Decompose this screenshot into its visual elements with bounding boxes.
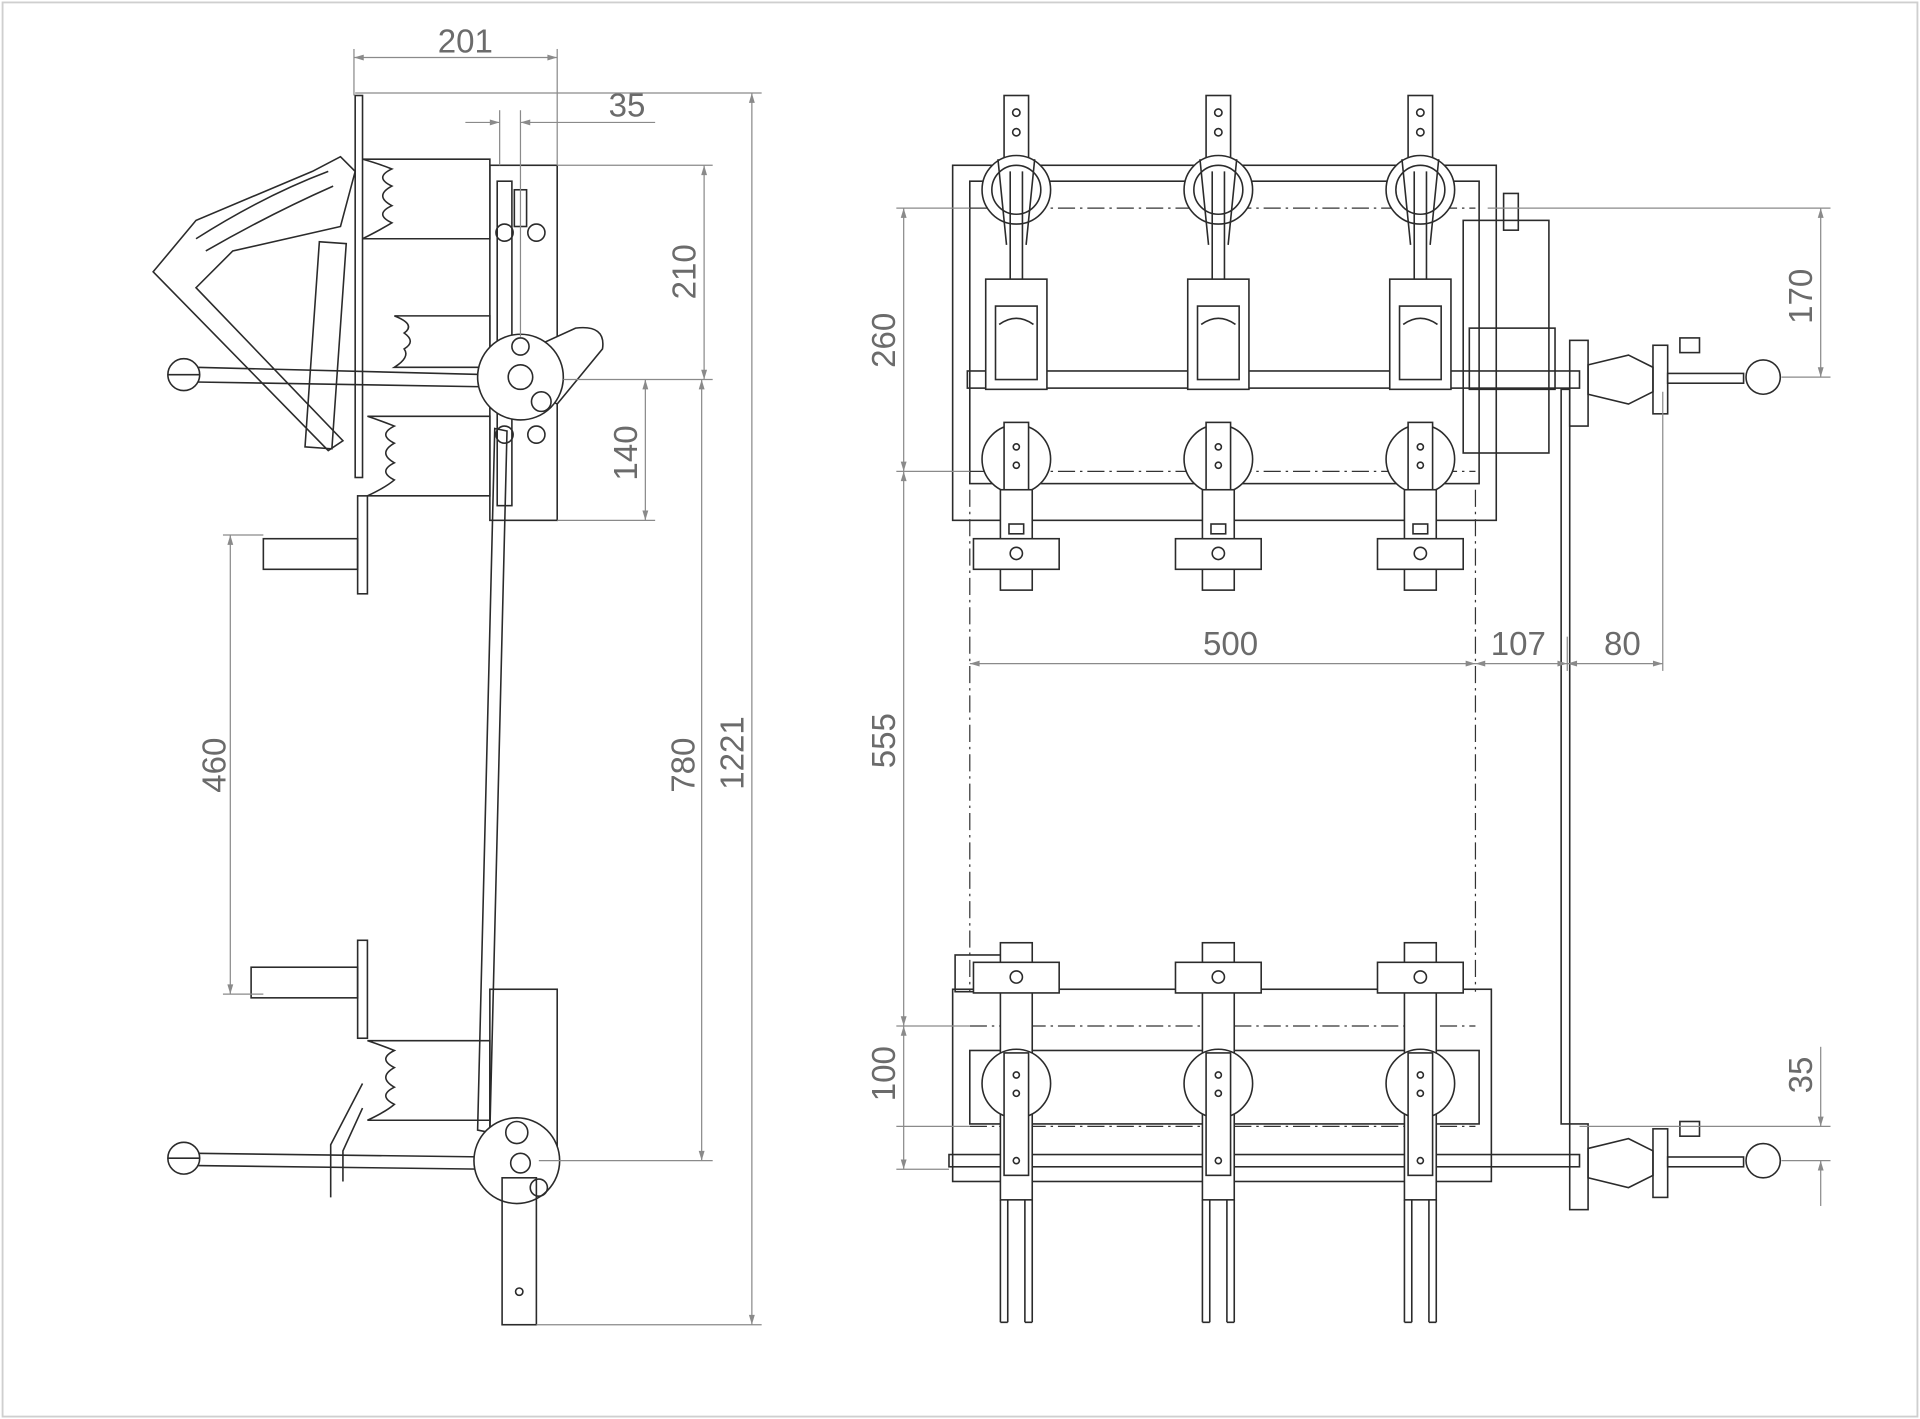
pole-assembly-2 bbox=[1174, 94, 1262, 1324]
front-view bbox=[948, 94, 1782, 1324]
lower-main-shaft bbox=[948, 1153, 1581, 1168]
mounting-plate bbox=[354, 94, 364, 479]
dim-260: 260 bbox=[866, 313, 903, 368]
dim-460: 460 bbox=[196, 738, 233, 793]
dim-1221: 1221 bbox=[714, 716, 751, 790]
upper-handle-assembly bbox=[1568, 337, 1782, 427]
upper-handle-rod bbox=[195, 366, 490, 376]
dim-100: 100 bbox=[866, 1046, 903, 1101]
lower-mount-pin bbox=[250, 966, 359, 999]
pole-assembly-1 bbox=[972, 94, 1060, 1324]
dim-201: 201 bbox=[438, 24, 493, 61]
bottom-bracket bbox=[501, 1177, 538, 1326]
lower-cable-clamp bbox=[1376, 961, 1464, 994]
connecting-rod bbox=[476, 427, 508, 1134]
upper-wheel bbox=[476, 333, 565, 421]
dim-80: 80 bbox=[1604, 626, 1641, 663]
cable-clamp bbox=[972, 537, 1060, 571]
fuse-fork bbox=[999, 1199, 1034, 1324]
operating-link bbox=[304, 240, 348, 450]
cable-clamp bbox=[1376, 537, 1464, 571]
pole-assembly-3 bbox=[1376, 94, 1464, 1324]
dim-555: 555 bbox=[866, 713, 903, 768]
vertical-drive-rod bbox=[1560, 388, 1571, 1125]
contact-blade bbox=[997, 159, 1036, 282]
lower-front-knob bbox=[1745, 1142, 1782, 1179]
fuse-fork bbox=[1201, 1199, 1236, 1324]
drive-mechanism bbox=[1462, 219, 1550, 454]
switch-blade bbox=[152, 155, 357, 452]
contact-blade bbox=[1199, 159, 1238, 282]
dim-107: 107 bbox=[1491, 626, 1546, 663]
insulator-upper bbox=[362, 158, 491, 240]
upper-front-knob bbox=[1745, 359, 1782, 396]
upper-main-shaft bbox=[966, 370, 1581, 389]
lower-handle-rod bbox=[196, 1152, 490, 1158]
upper-mount-pin bbox=[262, 537, 359, 571]
insulator-middle bbox=[391, 315, 491, 369]
lower-mount-bracket bbox=[356, 939, 369, 1040]
dim-140: 140 bbox=[608, 425, 645, 480]
dim-35-front: 35 bbox=[1783, 1057, 1820, 1094]
cable-clamp bbox=[1174, 537, 1262, 571]
lower-cable-clamp bbox=[972, 961, 1060, 994]
side-view bbox=[152, 94, 604, 1326]
front-dimensions: 260 555 100 500 107 80 170 35 bbox=[866, 207, 1831, 1206]
dim-170: 170 bbox=[1783, 269, 1820, 324]
lower-handle-assembly bbox=[1568, 1120, 1782, 1211]
dim-500: 500 bbox=[1203, 626, 1258, 663]
upper-mount-bracket bbox=[356, 495, 369, 595]
lower-cable-clamp bbox=[1174, 961, 1262, 994]
dim-780: 780 bbox=[665, 738, 702, 793]
contact-blade bbox=[1401, 159, 1440, 282]
insulator-bottom bbox=[367, 1039, 491, 1122]
fuse-fork bbox=[1403, 1199, 1438, 1324]
dim-210: 210 bbox=[667, 244, 704, 299]
insulator-lower bbox=[367, 415, 491, 497]
side-dimensions: 201 35 210 140 780 1221 460 bbox=[196, 24, 762, 1326]
